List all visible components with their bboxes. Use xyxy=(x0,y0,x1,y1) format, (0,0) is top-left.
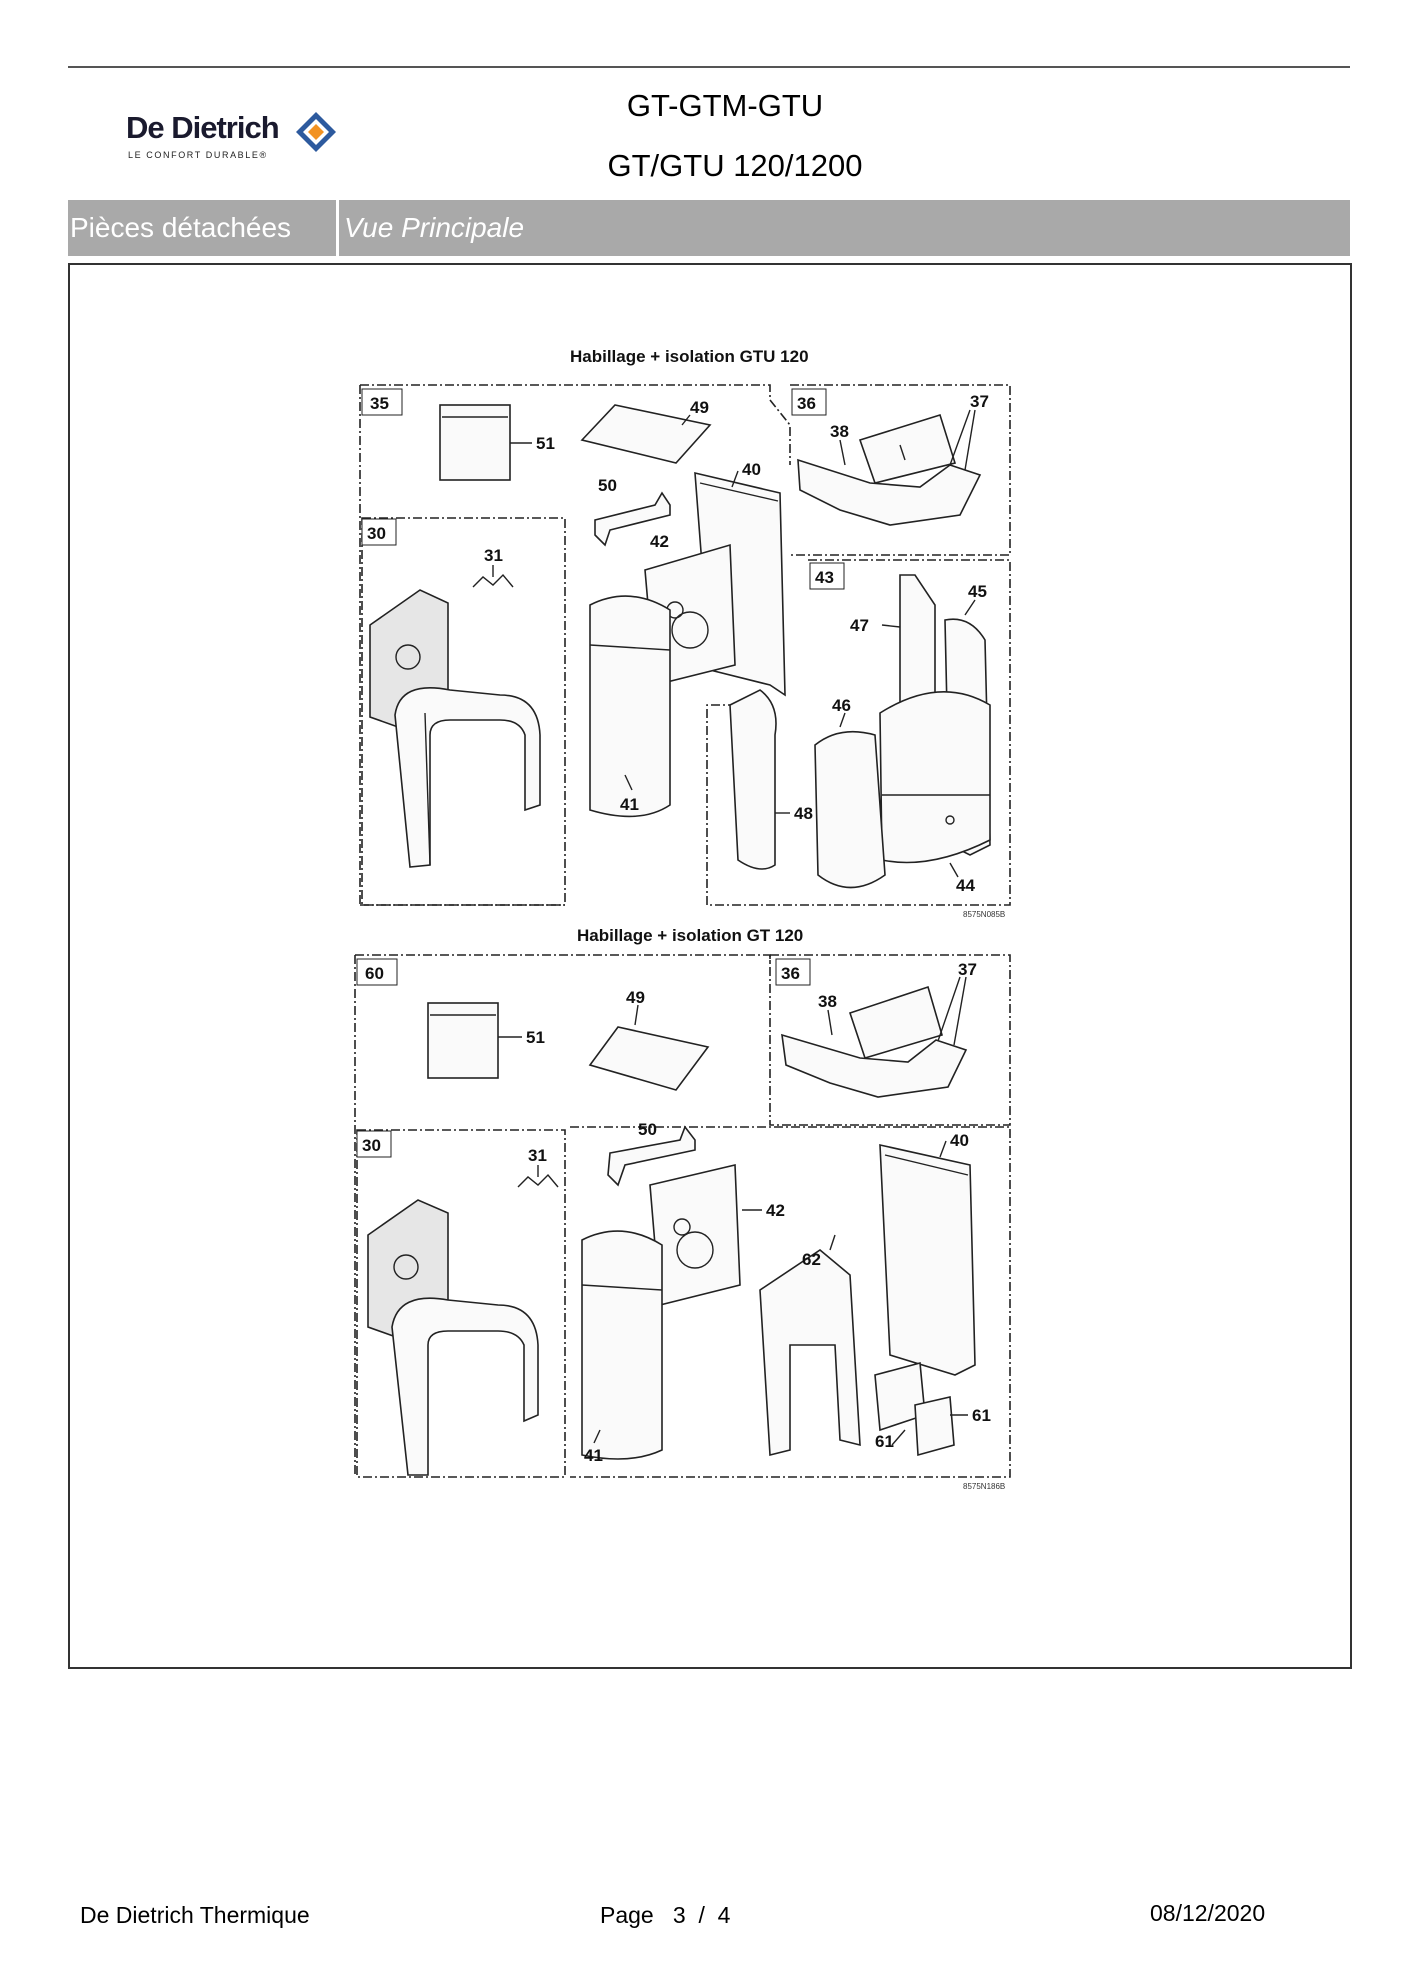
callout-38-bottom: 38 xyxy=(818,992,837,1011)
document-title: GT-GTM-GTU xyxy=(626,88,824,123)
callout-37-bottom: 37 xyxy=(958,960,977,979)
band-separator xyxy=(336,200,339,256)
bottom-diagram: Habillage + isolation GT 120 60 30 36 51… xyxy=(354,926,1011,1491)
callout-41: 41 xyxy=(620,795,639,814)
callout-40-bottom: 40 xyxy=(950,1131,969,1150)
logo-name: De Dietrich xyxy=(126,110,280,145)
callout-36-bottom: 36 xyxy=(781,964,800,983)
view-label: Vue Principale xyxy=(344,212,525,243)
callout-48: 48 xyxy=(794,804,813,823)
footer-page-number: Page 3 / 4 xyxy=(600,1902,731,1928)
footer-company: De Dietrich Thermique xyxy=(80,1902,310,1928)
callout-46: 46 xyxy=(832,696,851,715)
document-subtitle: GT/GTU 120/1200 xyxy=(607,148,863,183)
callout-43: 43 xyxy=(815,568,834,587)
callout-49: 49 xyxy=(690,398,709,417)
callout-30: 30 xyxy=(367,524,386,543)
footer-date: 08/12/2020 xyxy=(1150,1900,1266,1926)
callout-61-right: 61 xyxy=(972,1406,991,1425)
diagram-frame: .dash { fill:none; stroke:#222; stroke-w… xyxy=(68,263,1352,1669)
callout-37: 37 xyxy=(970,392,989,411)
callout-36: 36 xyxy=(797,394,816,413)
bottom-diagram-code: 8575N186B xyxy=(963,1482,1005,1491)
bottom-diagram-caption: Habillage + isolation GT 120 xyxy=(577,926,803,945)
section-band: Pièces détachées Vue Principale xyxy=(68,200,1350,256)
callout-49-bottom: 49 xyxy=(626,988,645,1007)
callout-30-bottom: 30 xyxy=(362,1136,381,1155)
callout-31-bottom: 31 xyxy=(528,1146,547,1165)
callout-44: 44 xyxy=(956,876,975,895)
top-diagram-code: 8575N085B xyxy=(963,910,1005,919)
callout-35: 35 xyxy=(370,394,389,413)
callout-42-bottom: 42 xyxy=(766,1201,785,1220)
callout-45: 45 xyxy=(968,582,987,601)
top-diagram-caption: Habillage + isolation GTU 120 xyxy=(570,347,809,366)
brand-logo: De Dietrich LE CONFORT DURABLE® xyxy=(126,110,346,170)
callout-60: 60 xyxy=(365,964,384,983)
callout-50: 50 xyxy=(598,476,617,495)
callout-61-left: 61 xyxy=(875,1432,894,1451)
callout-51-bottom: 51 xyxy=(526,1028,545,1047)
top-rule xyxy=(68,66,1350,68)
callout-47: 47 xyxy=(850,616,869,635)
exploded-view-diagram: .dash { fill:none; stroke:#222; stroke-w… xyxy=(354,347,1011,1491)
callout-42: 42 xyxy=(650,532,669,551)
callout-51: 51 xyxy=(536,434,555,453)
callout-41-bottom: 41 xyxy=(584,1446,603,1465)
top-diagram: Habillage + isolation GTU 120 35 30 36 4… xyxy=(359,347,1011,919)
section-label: Pièces détachées xyxy=(70,212,292,243)
callout-38: 38 xyxy=(830,422,849,441)
callout-50-bottom: 50 xyxy=(638,1120,657,1139)
callout-40: 40 xyxy=(742,460,761,479)
callout-31: 31 xyxy=(484,546,503,565)
callout-62: 62 xyxy=(802,1250,821,1269)
logo-tagline: LE CONFORT DURABLE® xyxy=(128,150,268,160)
diamond-logo-icon xyxy=(296,112,336,152)
